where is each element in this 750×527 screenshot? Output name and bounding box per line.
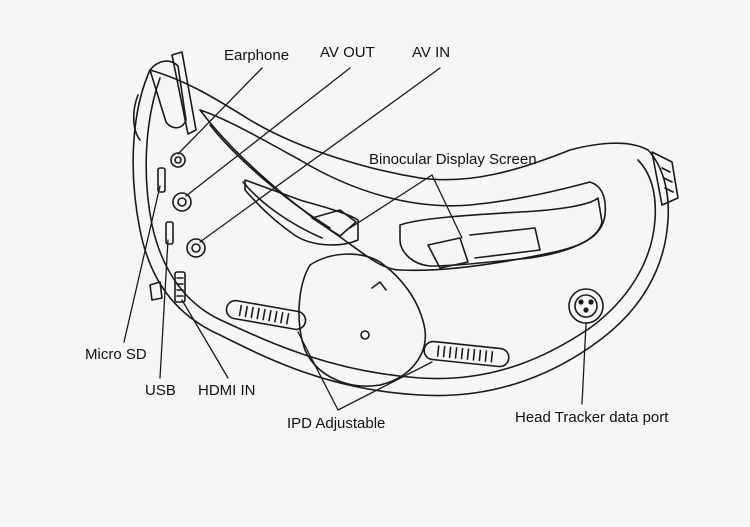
label-av-out: AV OUT — [320, 44, 375, 61]
label-earphone: Earphone — [224, 47, 290, 64]
goggle-body — [132, 51, 679, 397]
label-usb: USB — [145, 382, 176, 399]
label-head-tracker-data-port: Head Tracker data port — [515, 409, 669, 426]
label-av-in: AV IN — [412, 44, 451, 61]
label-micro-sd: Micro SD — [85, 346, 147, 363]
side-ports — [149, 152, 206, 303]
label-binocular-display-screen: Binocular Display Screen — [369, 151, 537, 168]
label-ipd-adjustable: IPD Adjustable — [287, 415, 386, 432]
display-frame — [199, 109, 607, 272]
label-hdmi-in: HDMI IN — [198, 382, 256, 399]
nose-bridge — [298, 253, 427, 387]
head-tracker-port — [568, 288, 604, 324]
ipd-sliders — [225, 299, 510, 368]
leader-lines — [123, 67, 587, 411]
